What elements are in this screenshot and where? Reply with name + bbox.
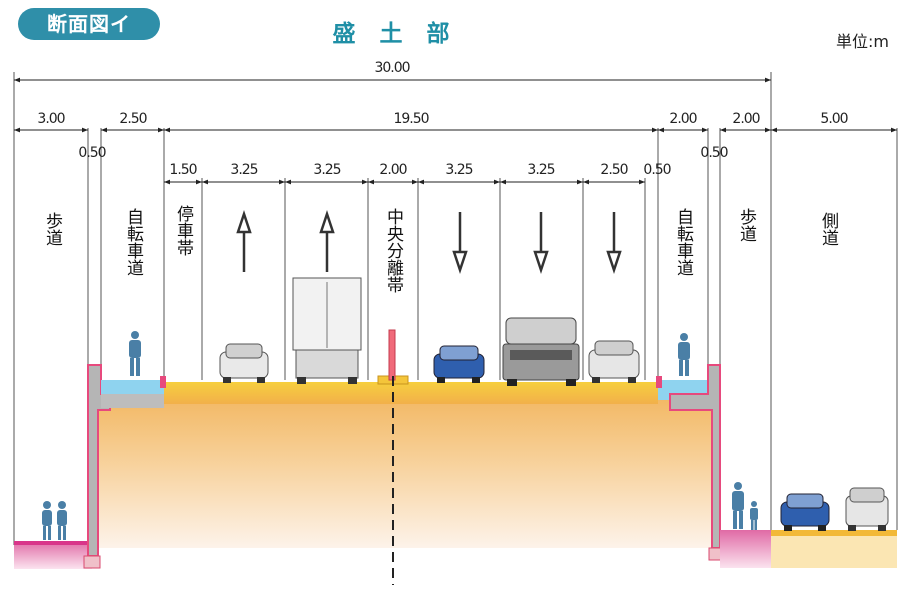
- dim-bike-right: 2.00: [669, 111, 696, 127]
- dim-total: 30.00: [374, 60, 409, 76]
- dim-lane3: 3.25: [445, 162, 472, 178]
- left-footing: [83, 555, 101, 569]
- cyclist-icon: [678, 333, 690, 376]
- dim-sidewalk-left: 3.00: [37, 111, 64, 127]
- car-icon: [219, 343, 269, 383]
- left-bike-base: [101, 394, 164, 408]
- label-sidewalk-right: 歩道: [736, 208, 757, 242]
- arrow-up-icon: [319, 210, 335, 272]
- dim-sidewalk-right: 2.00: [732, 111, 759, 127]
- dim-lane5: 2.50: [600, 162, 627, 178]
- arrow-down-icon: [533, 212, 549, 274]
- arrow-down-icon: [606, 212, 622, 274]
- section-badge: 断面図イ: [18, 8, 160, 40]
- truck-icon: [502, 317, 580, 386]
- side-road-ground: [771, 530, 897, 568]
- right-lower-sidewalk: [720, 530, 771, 568]
- left-curb: [160, 376, 166, 388]
- pedestrians: [42, 331, 758, 540]
- car-icon: [433, 345, 485, 383]
- car-icon: [588, 340, 640, 383]
- unit-label: 単位:m: [836, 32, 889, 51]
- dim-carriageway: 19.50: [393, 111, 428, 127]
- dim-median: 2.00: [379, 162, 406, 178]
- cyclist-icon: [129, 331, 141, 376]
- embankment: [92, 382, 720, 548]
- person-icon: [57, 501, 67, 540]
- dim-bike-left: 2.50: [119, 111, 146, 127]
- label-side-road: 側道: [818, 212, 839, 246]
- person-icon: [42, 501, 52, 540]
- dim-lane4: 3.25: [527, 162, 554, 178]
- dim-edge-mid: 0.50: [643, 162, 670, 178]
- left-lower-ground: [14, 541, 92, 569]
- label-bike-right: 自転車道: [673, 208, 694, 276]
- dim-lane1: 3.25: [230, 162, 257, 178]
- arrow-down-icon: [452, 212, 468, 274]
- label-sidewalk-left: 歩道: [42, 212, 63, 246]
- section-title: 盛 土 部: [332, 21, 458, 47]
- dim-side-road: 5.00: [820, 111, 847, 127]
- dimension-lines: [14, 77, 897, 185]
- truck-icon: [292, 277, 362, 384]
- dim-edge-right: 0.50: [700, 145, 727, 161]
- car-icon: [780, 493, 830, 531]
- arrow-up-icon: [236, 210, 252, 272]
- guide-lines: [13, 72, 898, 545]
- right-curb: [656, 376, 662, 388]
- road-surface: [164, 382, 658, 404]
- dim-stop-lane: 1.50: [169, 162, 196, 178]
- person-icon: [732, 482, 744, 529]
- label-median: 中央分離帯: [383, 208, 404, 293]
- median-fence: [388, 329, 396, 381]
- dim-lane2: 3.25: [313, 162, 340, 178]
- traffic-arrows: [236, 210, 622, 274]
- child-icon: [750, 501, 758, 530]
- car-icon: [845, 487, 889, 531]
- dim-edge-left: 0.50: [78, 145, 105, 161]
- side-road-surface: [771, 530, 897, 536]
- label-bike-left: 自転車道: [123, 208, 144, 276]
- label-stop-lane: 停車帯: [173, 205, 194, 256]
